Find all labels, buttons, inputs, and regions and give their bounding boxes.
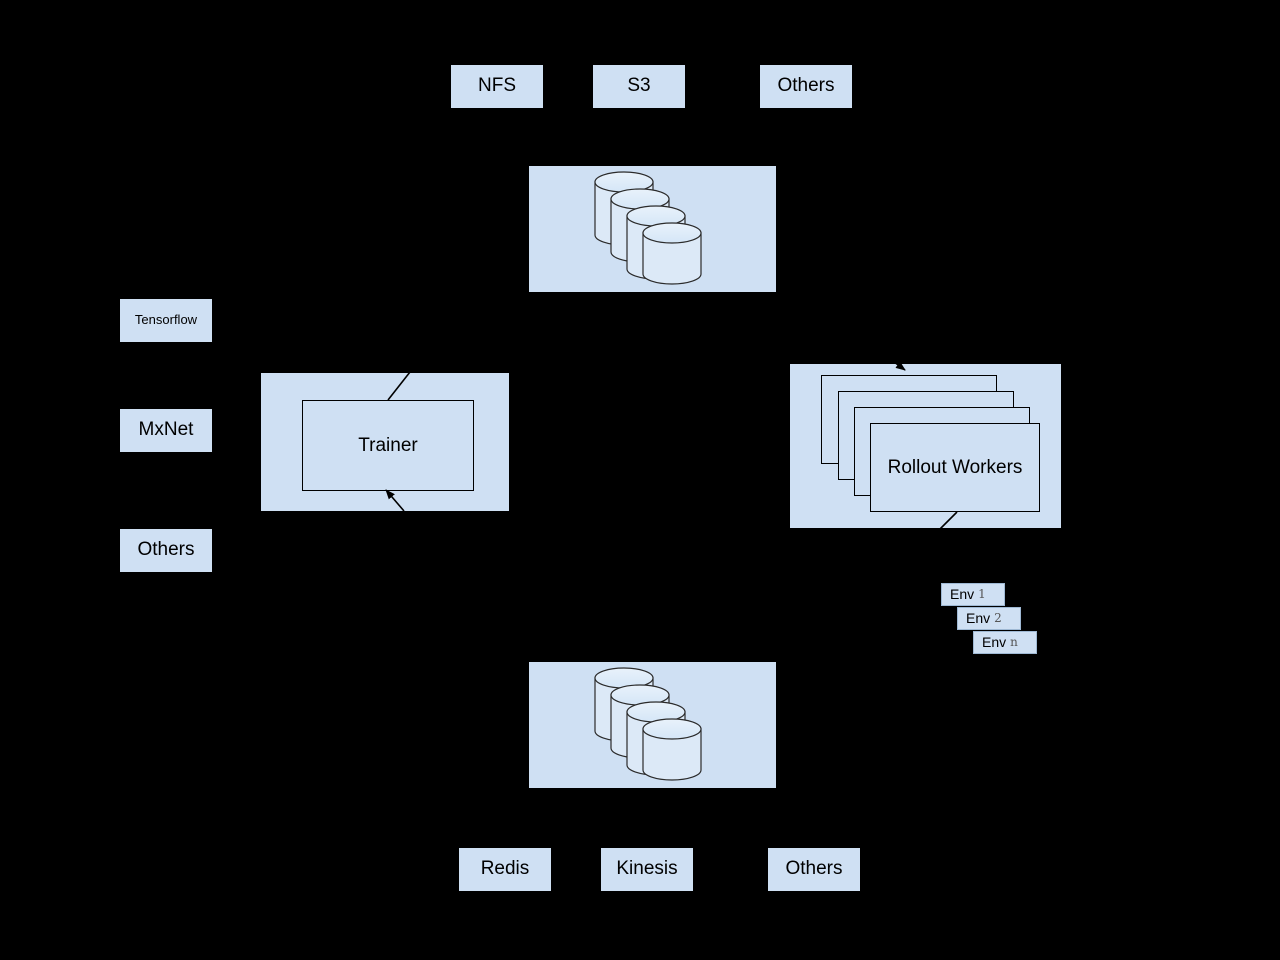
node-mxnet[interactable]: MxNet [120, 409, 212, 452]
node-trainer-label: Trainer [358, 434, 418, 456]
node-nfs[interactable]: NFS [451, 65, 543, 108]
node-framework-others-label: Others [137, 539, 195, 561]
node-queue-others[interactable]: Others [768, 848, 860, 891]
node-rollout-workers[interactable]: Rollout Workers [870, 423, 1040, 512]
node-framework-others[interactable]: Others [120, 529, 212, 572]
node-nfs-label: NFS [478, 75, 516, 97]
node-kinesis[interactable]: Kinesis [601, 848, 693, 891]
upper-cylinder-stack-icon [594, 171, 702, 285]
node-trainer[interactable]: Trainer [302, 400, 474, 491]
node-env-2-label: Env [966, 609, 991, 626]
node-storage-others[interactable]: Others [760, 65, 852, 108]
node-s3[interactable]: S3 [593, 65, 685, 108]
lower-cylinder-stack-icon [594, 667, 702, 781]
node-queue-others-label: Others [785, 858, 843, 880]
node-s3-label: S3 [627, 75, 651, 97]
node-rollout-workers-label: Rollout Workers [887, 456, 1023, 478]
node-env-1-index: 1 [978, 586, 986, 601]
node-storage-others-label: Others [777, 75, 835, 97]
node-tensorflow-label: Tensorflow [134, 312, 198, 328]
node-mxnet-label: MxNet [138, 419, 194, 441]
node-env-n-label: Env [982, 633, 1007, 650]
node-tensorflow[interactable]: Tensorflow [120, 299, 212, 342]
node-kinesis-label: Kinesis [616, 858, 678, 880]
node-env-2-index: 2 [994, 610, 1002, 625]
node-redis[interactable]: Redis [459, 848, 551, 891]
node-redis-label: Redis [480, 858, 530, 880]
node-env-n-index: n [1010, 634, 1018, 649]
node-env-1-label: Env [950, 585, 975, 602]
